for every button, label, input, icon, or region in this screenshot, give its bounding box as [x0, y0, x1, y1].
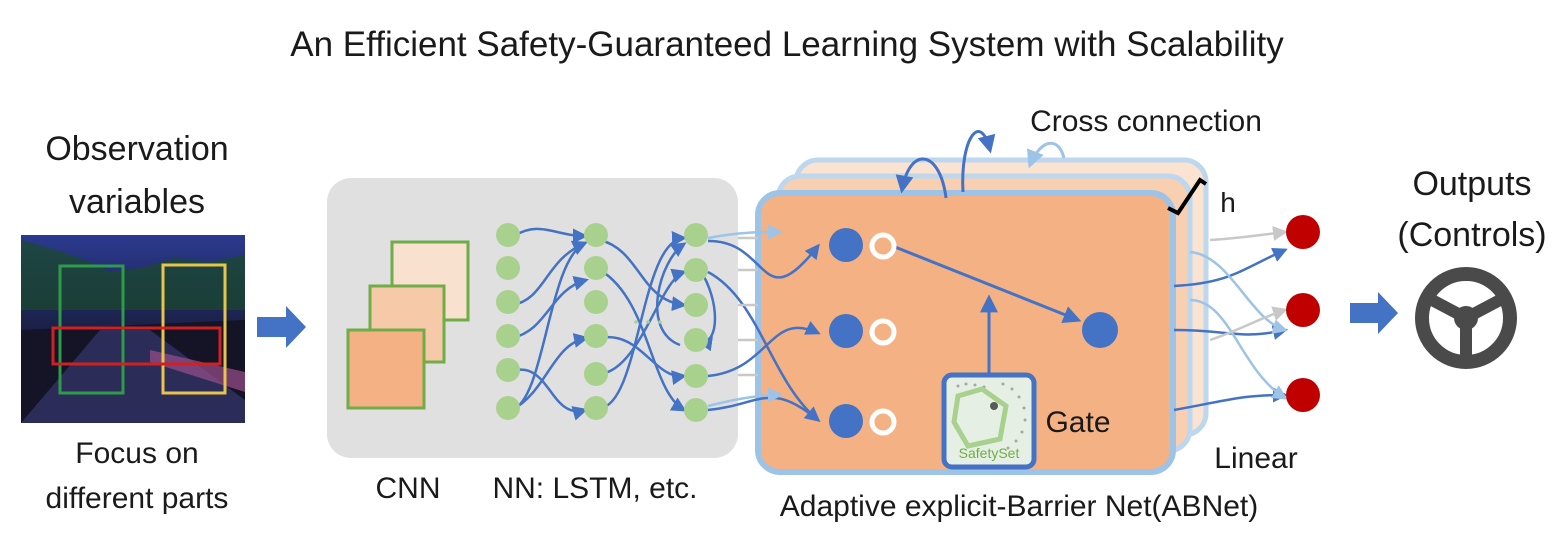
h-bracket [1167, 177, 1208, 216]
nn-node-2-4 [684, 364, 708, 388]
nn-node-2-5 [684, 398, 708, 422]
nn-edge-8 [599, 238, 687, 312]
nn-edge-7 [599, 268, 687, 376]
connection-lightblue-3 [1189, 298, 1288, 400]
h-label: h [1220, 187, 1236, 218]
nn-node-2-1 [684, 258, 708, 282]
nn-node-0-1 [496, 256, 520, 280]
inner-edge-to-output [889, 243, 1082, 324]
nn-label: NN: LSTM, etc. [492, 472, 697, 505]
gate-label: Gate [1045, 406, 1110, 439]
connection-lightblue-1 [707, 387, 783, 408]
abnet-label: Adaptive explicit-Barrier Net(ABNet) [780, 490, 1259, 523]
cross-connection-loop-1 [961, 130, 996, 193]
output-node-1 [1286, 293, 1320, 327]
nn-edge-10 [599, 335, 687, 386]
nn-node-0-2 [496, 290, 520, 314]
abnet-ring-1 [869, 318, 897, 346]
cnn-label: CNN [376, 472, 441, 505]
nn-node-0-5 [496, 396, 520, 420]
abnet-node-2 [829, 404, 863, 438]
nn-edge-4 [511, 241, 588, 412]
nn-edge-5 [511, 333, 589, 412]
input-caption-line1: Focus on [75, 437, 198, 470]
nn-node-1-2 [584, 290, 608, 314]
nn-dot-1 [646, 320, 650, 324]
connection-blue-2 [707, 396, 821, 422]
input-section: Observation variables Focus on different… [21, 130, 245, 515]
nn-node-2-0 [684, 223, 708, 247]
nn-node-1-0 [584, 223, 608, 247]
connection-lightblue-0 [707, 224, 783, 240]
safety-set-state-dot [990, 402, 998, 410]
input-heading-line1: Observation [45, 130, 228, 168]
encoder-panel [327, 178, 738, 458]
nn-node-2-2 [684, 293, 708, 317]
nn-edge-12 [656, 242, 687, 347]
abnet-inner [829, 228, 1118, 438]
nn-network [496, 223, 717, 422]
cnn-feature-map-1 [346, 328, 426, 410]
outputs-heading-line2: (Controls) [1397, 216, 1546, 254]
connection-lightblue-2 [1189, 250, 1288, 334]
abnet-block: SafetySet Gate [755, 157, 1209, 475]
abnet-layer-front [755, 190, 1176, 475]
safety-set-dots [956, 382, 1027, 450]
nn-dot-0 [634, 320, 638, 324]
output-node-0 [1286, 215, 1320, 249]
safety-set-polygon [951, 386, 1009, 449]
abnet-ring-0 [869, 232, 897, 260]
nn-node-1-4 [584, 362, 608, 386]
connections [707, 130, 1320, 422]
safety-set-label: SafetySet [959, 445, 1020, 461]
nn-edge-9 [599, 268, 687, 412]
cross-connection-label: Cross connection [1030, 105, 1262, 138]
cross-connection-loop-2 [895, 157, 948, 199]
nn-node-0-3 [496, 324, 520, 348]
nn-node-1-3 [584, 324, 608, 348]
nn-edge-0 [513, 227, 588, 244]
connection-blue-4 [1173, 248, 1288, 288]
nn-node-1-1 [584, 256, 608, 280]
nn-edge-2 [511, 275, 589, 340]
connection-blue-1 [707, 321, 821, 378]
outputs-heading-line1: Outputs [1412, 165, 1531, 203]
abnet-node-1 [829, 314, 863, 348]
input-caption-line2: different parts [46, 482, 229, 515]
output-arrow [1350, 292, 1398, 334]
connection-gray-1 [1209, 306, 1288, 342]
connection-gray-0 [1209, 225, 1288, 242]
steering-wheel-icon [1415, 267, 1517, 369]
figure-title: An Efficient Safety-Guaranteed Learning … [290, 25, 1284, 64]
abnet-ring-2 [869, 408, 897, 436]
safety-set-gate: SafetySet [941, 372, 1037, 470]
output-node-2 [1286, 378, 1320, 412]
abnet-combine-node [1082, 312, 1118, 348]
input-heading-line2: variables [69, 183, 205, 221]
linear-label: Linear [1214, 442, 1297, 475]
nn-node-0-4 [496, 358, 520, 382]
abnet-node-0 [829, 228, 863, 262]
outputs-section: Outputs (Controls) [1397, 165, 1547, 369]
input-arrow [257, 306, 306, 348]
nn-dot-2 [658, 320, 662, 324]
nn-node-0-0 [496, 223, 520, 247]
nn-node-2-3 [684, 328, 708, 352]
observation-image [21, 235, 245, 423]
cross-connection-loop-3 [1027, 141, 1066, 169]
connection-blue-3 [707, 270, 821, 422]
connection-blue-0 [707, 239, 820, 279]
nn-edge-3 [511, 368, 588, 421]
nn-node-1-5 [584, 396, 608, 420]
